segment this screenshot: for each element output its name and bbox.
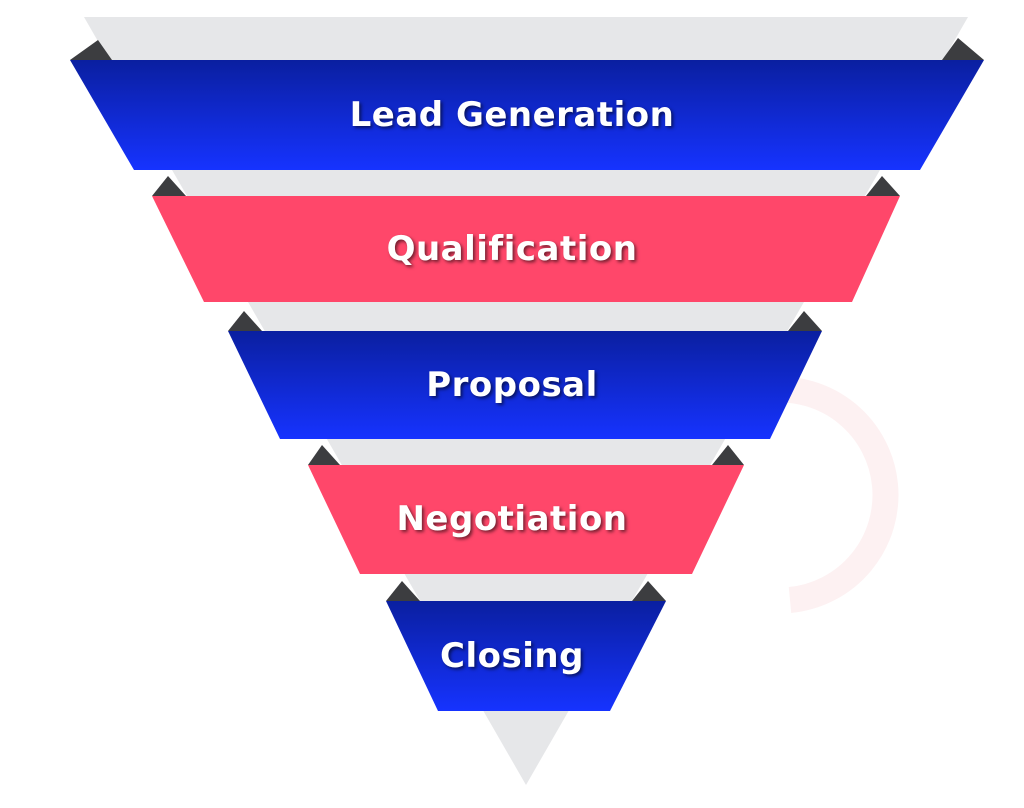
funnel-stage-3 bbox=[228, 331, 822, 439]
fold-tab bbox=[386, 581, 420, 601]
fold-tab bbox=[632, 581, 666, 601]
fold-tab bbox=[308, 445, 340, 465]
fold-tab bbox=[228, 311, 262, 331]
funnel-stage-2 bbox=[152, 196, 900, 302]
fold-tab bbox=[712, 445, 744, 465]
funnel-stage-1 bbox=[70, 60, 984, 170]
funnel-stage-4 bbox=[308, 465, 744, 574]
watermark-arc bbox=[768, 376, 899, 613]
fold-tabs bbox=[70, 38, 984, 601]
fold-tab bbox=[788, 311, 822, 331]
fold-tab bbox=[866, 176, 900, 196]
fold-tab bbox=[152, 176, 186, 196]
fold-tab bbox=[942, 38, 984, 60]
fold-tab bbox=[70, 40, 112, 60]
funnel-stage-5 bbox=[386, 601, 666, 711]
